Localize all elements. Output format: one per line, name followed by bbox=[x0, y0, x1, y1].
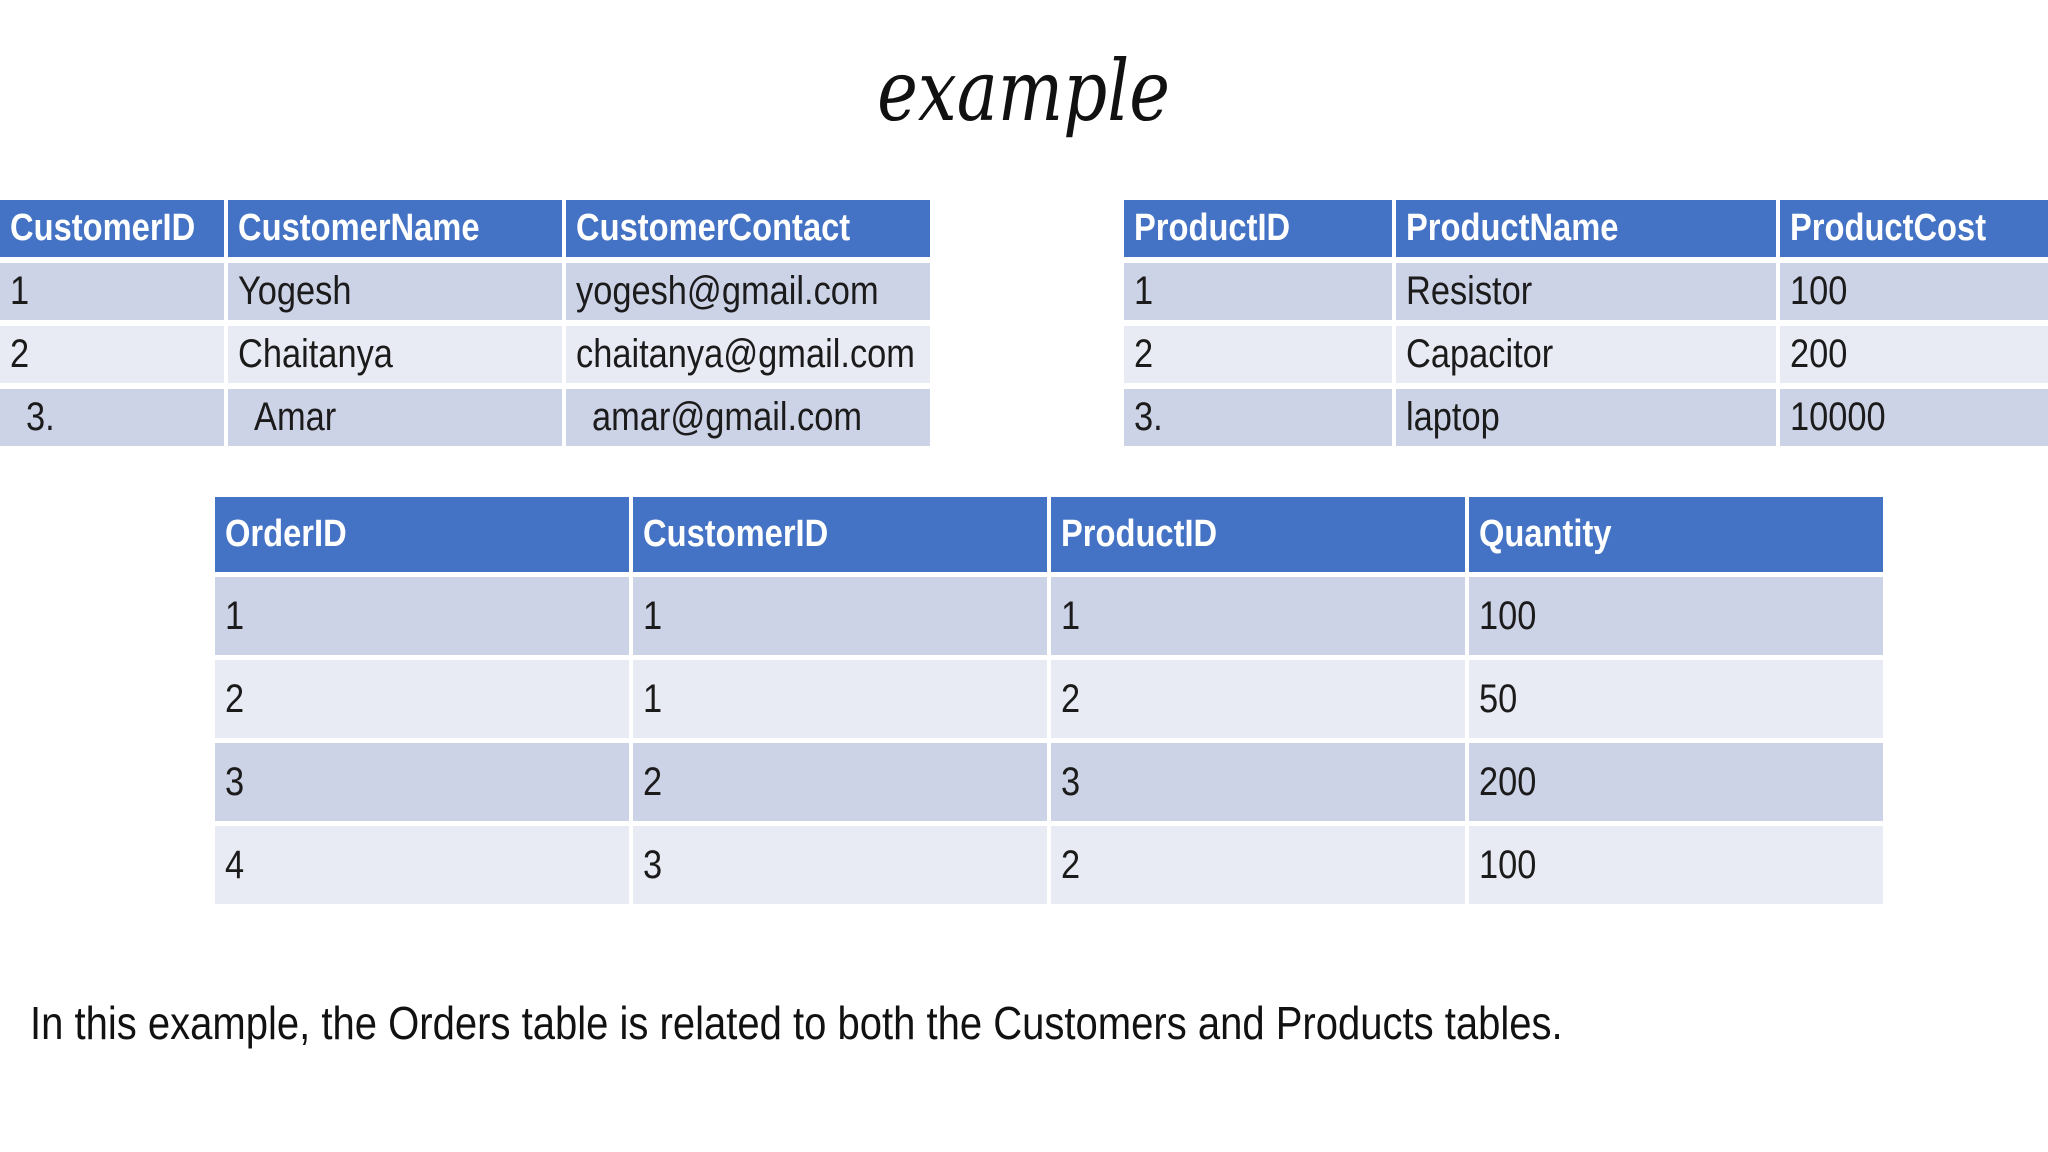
cell-text: amar@gmail.com bbox=[592, 395, 863, 439]
cell-text: 200 bbox=[1479, 759, 1537, 804]
table-cell: 1 bbox=[1051, 577, 1465, 655]
table-cell: Chaitanya bbox=[228, 326, 562, 383]
column-header: CustomerID bbox=[633, 497, 1047, 572]
cell-text: 3 bbox=[1061, 759, 1081, 804]
header-label: CustomerID bbox=[643, 513, 829, 555]
table-cell: 2 bbox=[1051, 660, 1465, 738]
header-label: CustomerName bbox=[238, 207, 480, 249]
table-cell: 2 bbox=[215, 660, 629, 738]
column-header: ProductID bbox=[1124, 200, 1392, 257]
cell-text: 1 bbox=[643, 676, 663, 721]
table-cell: 4 bbox=[215, 826, 629, 904]
cell-text: 2 bbox=[225, 676, 245, 721]
cell-text: 3 bbox=[643, 842, 663, 887]
cell-text: chaitanya@gmail.com bbox=[576, 332, 915, 376]
header-label: ProductName bbox=[1406, 207, 1619, 249]
header-label: CustomerContact bbox=[576, 207, 851, 249]
cell-text: 100 bbox=[1790, 269, 1848, 313]
table-cell: 2 bbox=[0, 326, 224, 383]
cell-text: Amar bbox=[254, 395, 337, 439]
cell-text: Resistor bbox=[1406, 269, 1533, 313]
table-cell: 50 bbox=[1469, 660, 1883, 738]
table-cell: yogesh@gmail.com bbox=[566, 263, 930, 320]
column-header: ProductID bbox=[1051, 497, 1465, 572]
cell-text: 3. bbox=[26, 395, 55, 439]
slide-title: example bbox=[0, 42, 2048, 140]
cell-text: 2 bbox=[643, 759, 663, 804]
table-cell: 1 bbox=[0, 263, 224, 320]
table-cell: 10000 bbox=[1780, 389, 2048, 446]
table-cell: Resistor bbox=[1396, 263, 1776, 320]
cell-text: Yogesh bbox=[238, 269, 352, 313]
table-cell: 1 bbox=[633, 577, 1047, 655]
cell-text: 1 bbox=[225, 593, 245, 638]
column-header: CustomerID bbox=[0, 200, 224, 257]
cell-text: 10000 bbox=[1790, 395, 1886, 439]
cell-text: 1 bbox=[1061, 593, 1081, 638]
cell-text: 4 bbox=[225, 842, 245, 887]
table-cell: 3 bbox=[215, 743, 629, 821]
column-header: CustomerName bbox=[228, 200, 562, 257]
column-header: ProductCost bbox=[1780, 200, 2048, 257]
cell-text: 2 bbox=[10, 332, 30, 376]
table-cell: Amar bbox=[228, 389, 562, 446]
table-cell: 3. bbox=[0, 389, 224, 446]
header-label: OrderID bbox=[225, 513, 347, 555]
cell-text: yogesh@gmail.com bbox=[576, 269, 879, 313]
cell-text: laptop bbox=[1406, 395, 1500, 439]
column-header: ProductName bbox=[1396, 200, 1776, 257]
cell-text: 2 bbox=[1061, 676, 1081, 721]
table-cell: 3 bbox=[633, 826, 1047, 904]
table-cell: Yogesh bbox=[228, 263, 562, 320]
header-label: Quantity bbox=[1479, 513, 1612, 555]
cell-text: Capacitor bbox=[1406, 332, 1554, 376]
table-cell: 100 bbox=[1780, 263, 2048, 320]
column-header: CustomerContact bbox=[566, 200, 930, 257]
header-label: ProductCost bbox=[1790, 207, 1987, 249]
table-cell: 1 bbox=[633, 660, 1047, 738]
cell-text: 1 bbox=[643, 593, 663, 638]
table-cell: 3 bbox=[1051, 743, 1465, 821]
table-cell: 2 bbox=[1051, 826, 1465, 904]
header-label: ProductID bbox=[1134, 207, 1291, 249]
table-cell: 1 bbox=[1124, 263, 1392, 320]
slide-title-text: example bbox=[877, 42, 1171, 140]
caption-text: In this example, the Orders table is rel… bbox=[30, 997, 1563, 1049]
cell-text: 2 bbox=[1134, 332, 1154, 376]
table-cell: 3. bbox=[1124, 389, 1392, 446]
table-cell: 1 bbox=[215, 577, 629, 655]
table-cell: 200 bbox=[1780, 326, 2048, 383]
customers-table: CustomerID CustomerName CustomerContact … bbox=[0, 200, 930, 446]
table-cell: Capacitor bbox=[1396, 326, 1776, 383]
cell-text: 2 bbox=[1061, 842, 1081, 887]
products-table: ProductID ProductName ProductCost 1 Resi… bbox=[1124, 200, 2048, 446]
table-cell: laptop bbox=[1396, 389, 1776, 446]
header-label: CustomerID bbox=[10, 207, 196, 249]
cell-text: 1 bbox=[10, 269, 30, 313]
table-cell: 100 bbox=[1469, 577, 1883, 655]
table-cell: amar@gmail.com bbox=[566, 389, 930, 446]
cell-text: 100 bbox=[1479, 842, 1537, 887]
table-cell: 100 bbox=[1469, 826, 1883, 904]
column-header: Quantity bbox=[1469, 497, 1883, 572]
cell-text: Chaitanya bbox=[238, 332, 393, 376]
cell-text: 3. bbox=[1134, 395, 1163, 439]
header-label: ProductID bbox=[1061, 513, 1218, 555]
table-cell: 2 bbox=[1124, 326, 1392, 383]
table-cell: chaitanya@gmail.com bbox=[566, 326, 930, 383]
table-cell: 200 bbox=[1469, 743, 1883, 821]
table-cell: 2 bbox=[633, 743, 1047, 821]
orders-table: OrderID CustomerID ProductID Quantity 1 … bbox=[215, 497, 1883, 904]
cell-text: 3 bbox=[225, 759, 245, 804]
cell-text: 50 bbox=[1479, 676, 1518, 721]
column-header: OrderID bbox=[215, 497, 629, 572]
cell-text: 100 bbox=[1479, 593, 1537, 638]
cell-text: 1 bbox=[1134, 269, 1154, 313]
cell-text: 200 bbox=[1790, 332, 1848, 376]
